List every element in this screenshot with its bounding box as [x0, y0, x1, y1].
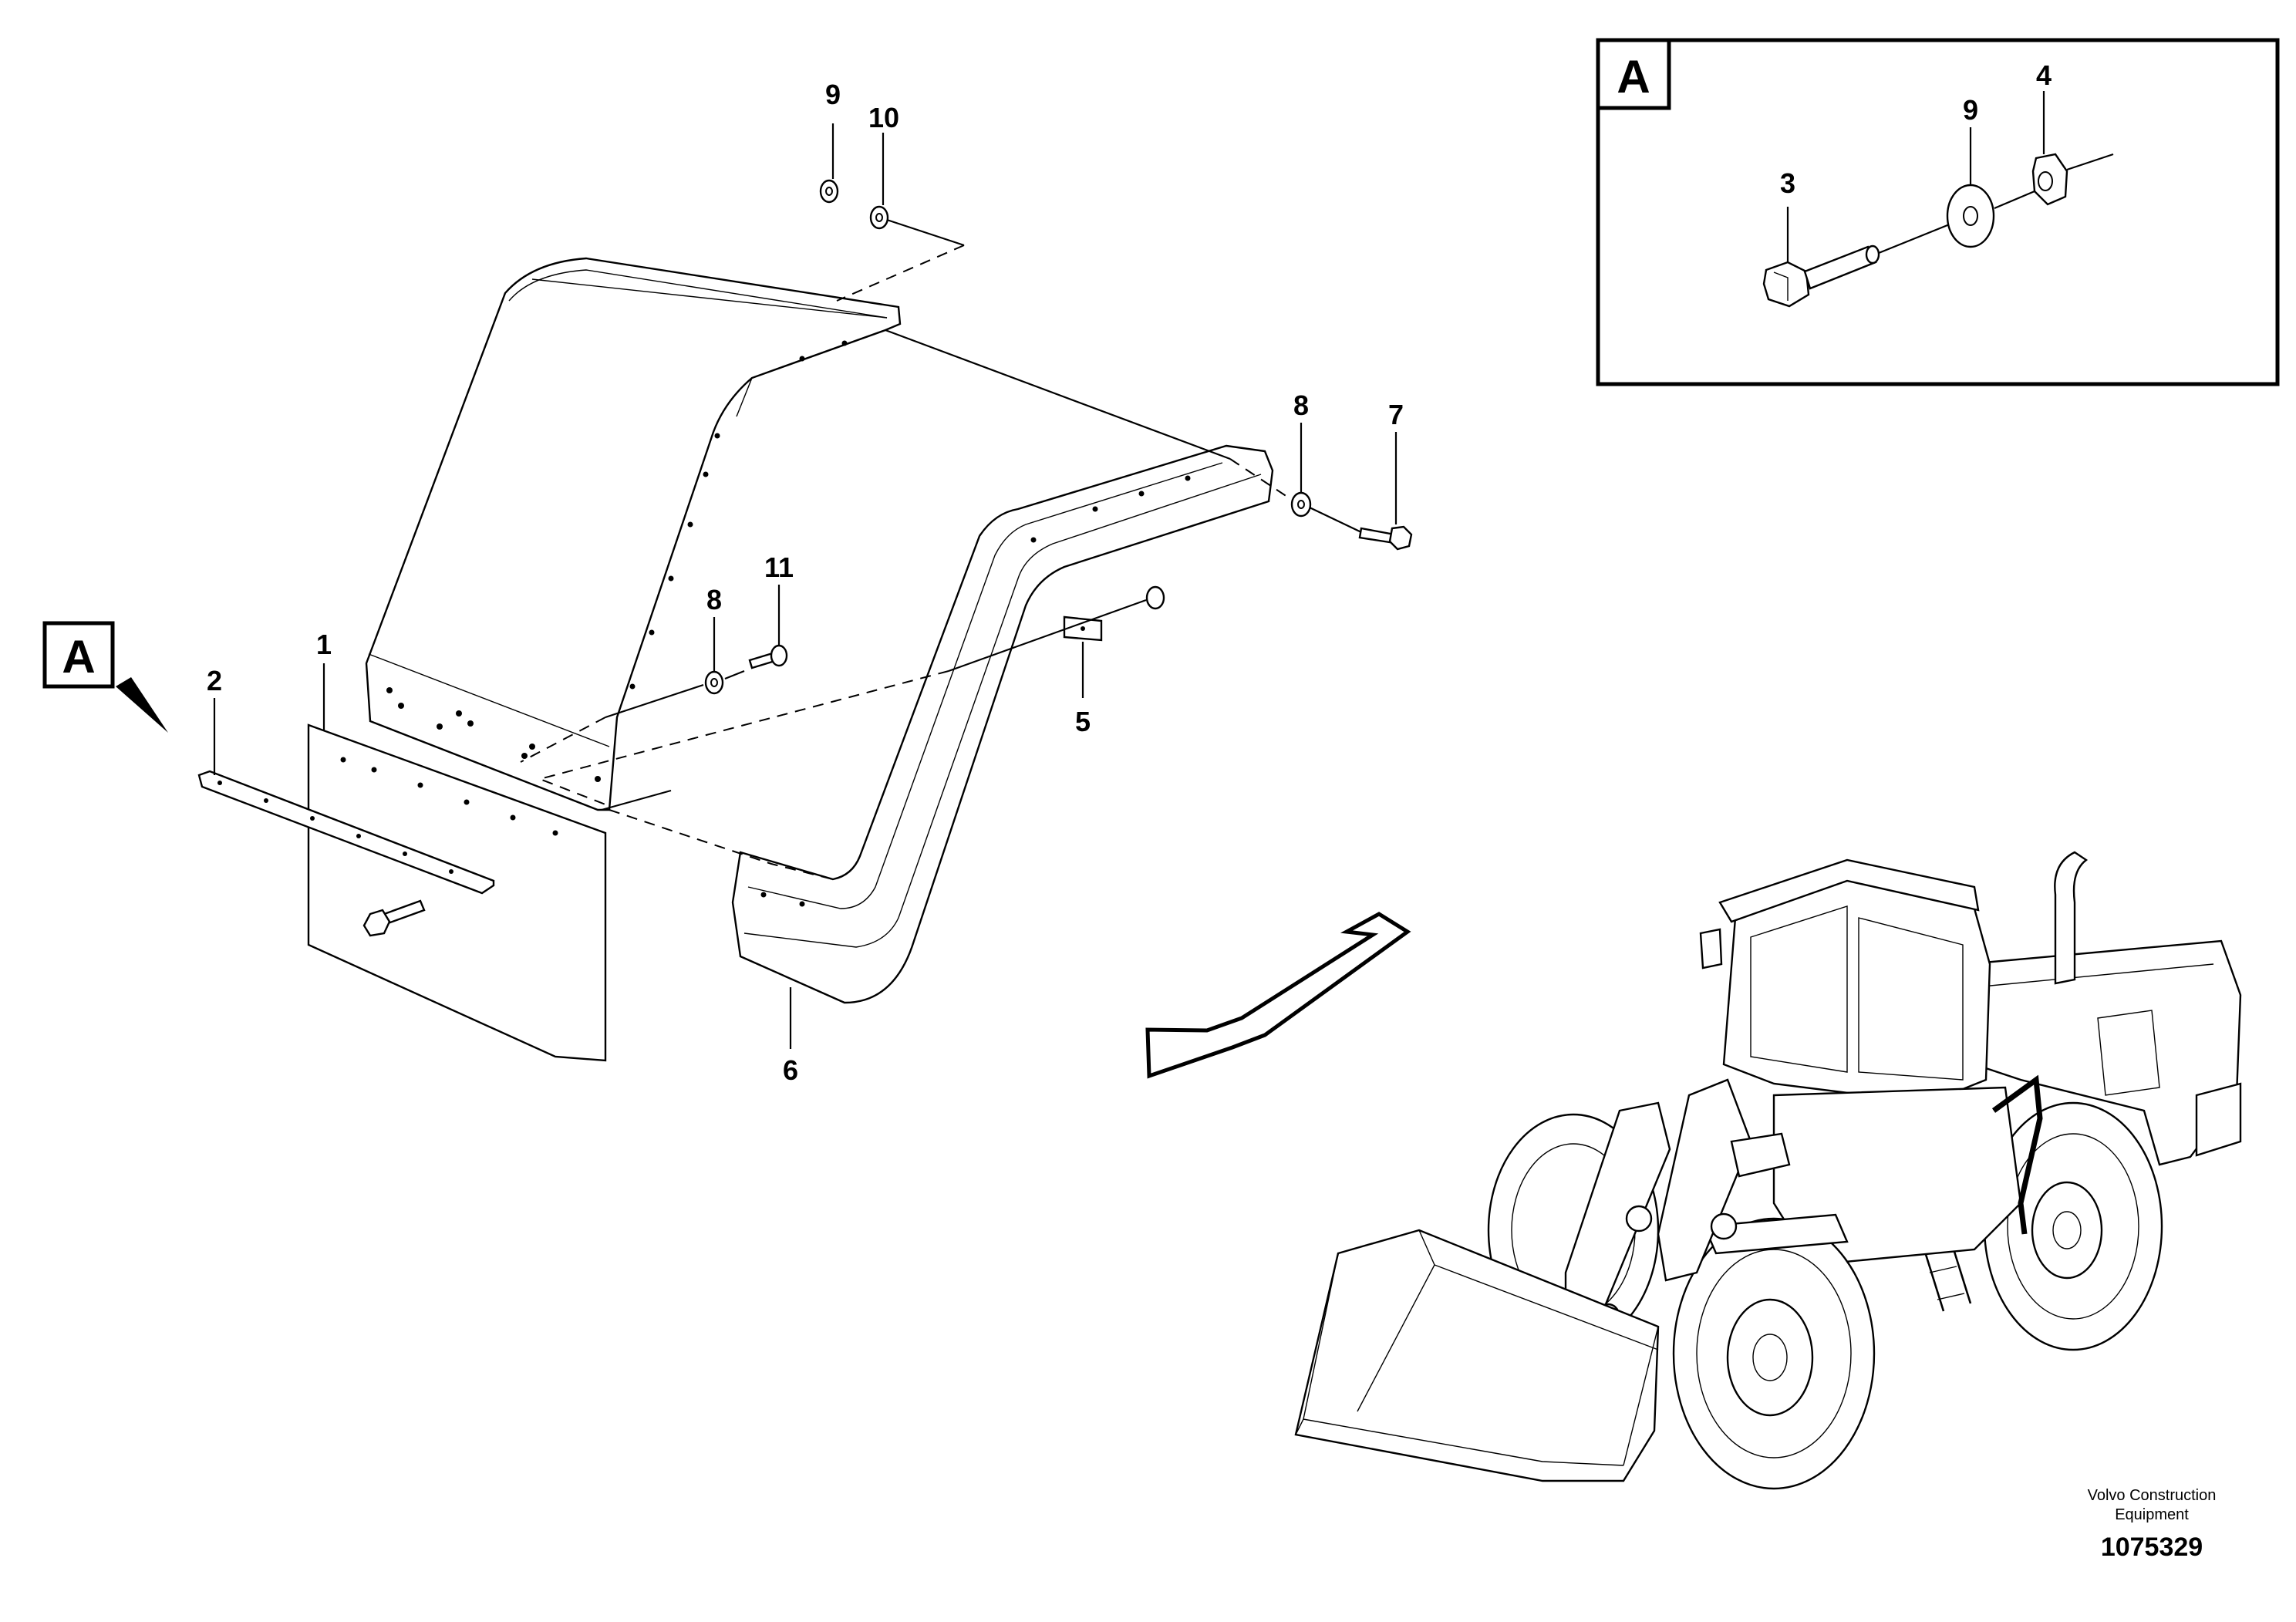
leader-lines: [213, 123, 1397, 1049]
detail-a-box: A 3 9 4: [1596, 38, 2280, 386]
callout-4: 4: [2036, 59, 2052, 91]
upper-fender: [365, 257, 902, 811]
strip-holes: [217, 781, 453, 874]
callout-9-detail: 9: [1963, 94, 1978, 126]
callout-labels: 9 10 8 7 11 8 1 2 5 6: [207, 79, 1404, 1086]
callout-10: 9: [825, 79, 841, 110]
callout-9-top: 10: [868, 102, 899, 133]
assembly-lines: [520, 218, 1362, 880]
callout-11: 11: [764, 551, 794, 583]
lower-fender: [731, 444, 1274, 1004]
callout-1: 1: [316, 629, 332, 660]
callout-6: 6: [783, 1054, 798, 1086]
detail-box-label: A: [1617, 51, 1650, 103]
mud-flap: [307, 723, 607, 1062]
flap-bolt: [362, 899, 426, 937]
company-name-line1: Volvo Construction: [2088, 1487, 2217, 1504]
detail-marker-label: A: [62, 631, 95, 683]
fasteners: [704, 179, 1413, 695]
flap-strip: [197, 770, 495, 895]
callout-8-right: 8: [1293, 389, 1309, 421]
callout-7: 7: [1388, 399, 1404, 430]
drawing-number: 1075329: [2101, 1533, 2203, 1562]
mud-flap-holes: [340, 757, 558, 836]
callout-5: 5: [1075, 706, 1091, 737]
wheel-loader-overview: [1294, 851, 2242, 1490]
company-name-line2: Equipment: [2115, 1506, 2189, 1523]
lower-fender-holes: [760, 475, 1191, 907]
fender-holes: [386, 340, 848, 782]
detail-a-marker: A: [42, 621, 168, 733]
callout-3: 3: [1780, 167, 1795, 199]
title-block: Volvo Construction Equipment 1075329: [2088, 1487, 2217, 1562]
callout-2: 2: [207, 665, 222, 696]
direction-arrow: [1145, 912, 1411, 1079]
callout-8-middle: 8: [706, 584, 722, 615]
